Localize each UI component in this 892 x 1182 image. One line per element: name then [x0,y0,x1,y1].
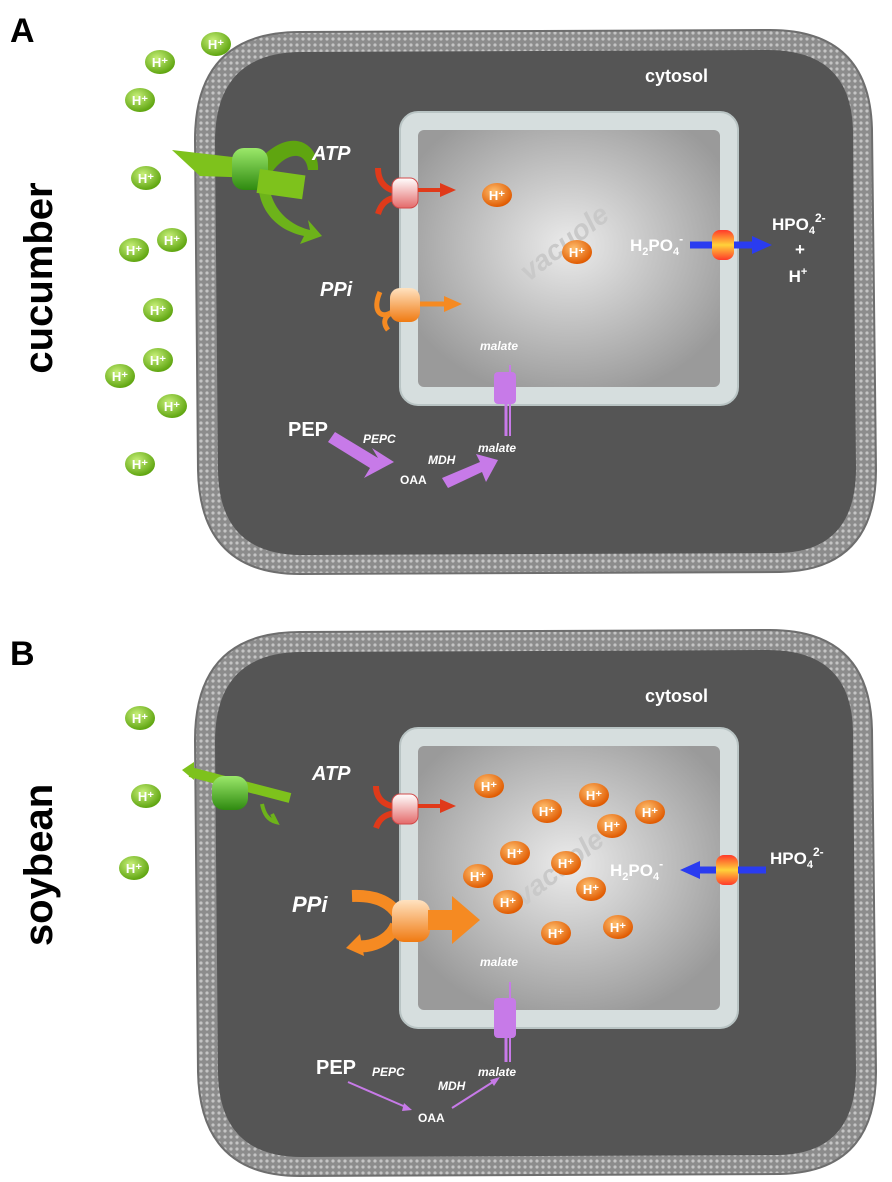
panel-b: B soybean cytosol vacuole H⁺ H⁺ H⁺ ATP [10,628,878,1178]
malate-pathway [328,365,516,488]
proton-external: H⁺ [157,394,187,418]
atp-label: ATP [311,763,351,785]
mdh-label: MDH [438,1079,466,1093]
proton-external: H⁺ [131,784,161,808]
pepc-label: PEPC [363,432,396,446]
svg-text:H⁺: H⁺ [558,856,574,871]
cytosol-label: cytosol [645,686,708,706]
mdh-label: MDH [428,453,456,467]
ppi-label: PPi [292,892,328,917]
svg-text:H⁺: H⁺ [548,926,564,941]
pep-label: PEP [288,419,328,441]
v-atpase [373,785,456,830]
proton-external: H⁺ [125,706,155,730]
svg-text:H⁺: H⁺ [489,188,505,203]
external-protons: H⁺ H⁺ H⁺ H⁺ H⁺ H⁺ H⁺ H⁺ H⁺ H⁺ H⁺ [105,32,231,476]
svg-text:H⁺: H⁺ [150,353,166,368]
svg-text:H⁺: H⁺ [569,245,585,260]
svg-text:H⁺: H⁺ [164,399,180,414]
svg-text:H⁺: H⁺ [132,711,148,726]
svg-text:H⁺: H⁺ [642,805,658,820]
phosphate-transporter [680,855,766,885]
proton-vacuolar: H⁺ [603,915,633,939]
svg-text:H⁺: H⁺ [481,779,497,794]
proton-vacuolar: H⁺ [532,799,562,823]
phosphate-plus: + [795,240,805,259]
proton-vacuolar: H⁺ [576,877,606,901]
svg-text:H⁺: H⁺ [583,882,599,897]
pep-label: PEP [316,1057,356,1079]
cytosol-label: cytosol [645,66,708,86]
plasma-membrane-h-atpase [172,140,322,244]
svg-text:H⁺: H⁺ [138,171,154,186]
svg-text:H⁺: H⁺ [164,233,180,248]
svg-text:H⁺: H⁺ [507,846,523,861]
proton-vacuolar: H⁺ [597,814,627,838]
svg-text:H⁺: H⁺ [126,243,142,258]
malate-vacuole-label: malate [480,339,518,353]
atp-label: ATP [311,143,351,165]
panel-b-letter: B [10,635,35,673]
malate-cytosol-label: malate [478,1065,516,1079]
proton-external: H⁺ [125,88,155,112]
proton-vacuolar: H⁺ [579,783,609,807]
v-ppase [346,889,480,956]
proton-external: H⁺ [119,238,149,262]
v-ppase [374,288,462,332]
proton-vacuolar: H⁺ [500,841,530,865]
svg-text:H⁺: H⁺ [150,303,166,318]
svg-text:H⁺: H⁺ [586,788,602,803]
proton-external: H⁺ [131,166,161,190]
v-atpase [375,167,456,216]
proton-vacuolar: H⁺ [541,921,571,945]
proton-external: H⁺ [157,228,187,252]
svg-text:H⁺: H⁺ [470,869,486,884]
svg-text:H⁺: H⁺ [500,895,516,910]
svg-text:H⁺: H⁺ [539,804,555,819]
svg-text:H⁺: H⁺ [138,789,154,804]
proton-vacuolar: H⁺ [635,800,665,824]
proton-vacuolar: H⁺ [474,774,504,798]
malate-cytosol-label: malate [478,441,516,455]
svg-text:H⁺: H⁺ [610,920,626,935]
svg-text:H⁺: H⁺ [132,457,148,472]
plasma-membrane-h-atpase [182,762,292,825]
proton-vacuolar: H⁺ [562,240,592,264]
oaa-label: OAA [418,1111,445,1125]
panel-b-species-label: soybean [17,784,61,946]
proton-external: H⁺ [125,452,155,476]
proton-external: H⁺ [119,856,149,880]
proton-external: H⁺ [105,364,135,388]
svg-text:H⁺: H⁺ [132,93,148,108]
phosphate-transporter [690,230,772,260]
malate-pathway [347,982,516,1111]
ppi-label: PPi [320,279,353,301]
svg-text:H⁺: H⁺ [152,55,168,70]
vacuolar-protons: H⁺ H⁺ H⁺ H⁺ H⁺ H⁺ H⁺ H⁺ H⁺ H⁺ H⁺ H⁺ [463,774,665,945]
pepc-label: PEPC [372,1065,405,1079]
external-protons: H⁺ H⁺ H⁺ [119,706,161,880]
proton-vacuolar: H⁺ [493,890,523,914]
proton-external: H⁺ [145,50,175,74]
oaa-label: OAA [400,473,427,487]
panel-a: A cucumber cytosol vacuole H⁺ H⁺ H⁺ H⁺ H… [10,12,878,576]
proton-external: H⁺ [143,298,173,322]
proton-vacuolar: H⁺ [482,183,512,207]
malate-vacuole-label: malate [480,955,518,969]
proton-external: H⁺ [201,32,231,56]
panel-a-species-label: cucumber [17,182,61,373]
svg-text:H⁺: H⁺ [112,369,128,384]
proton-vacuolar: H⁺ [551,851,581,875]
proton-external: H⁺ [143,348,173,372]
panel-a-letter: A [10,12,35,50]
proton-vacuolar: H⁺ [463,864,493,888]
svg-text:H⁺: H⁺ [208,37,224,52]
svg-text:H⁺: H⁺ [126,861,142,876]
svg-text:H⁺: H⁺ [604,819,620,834]
